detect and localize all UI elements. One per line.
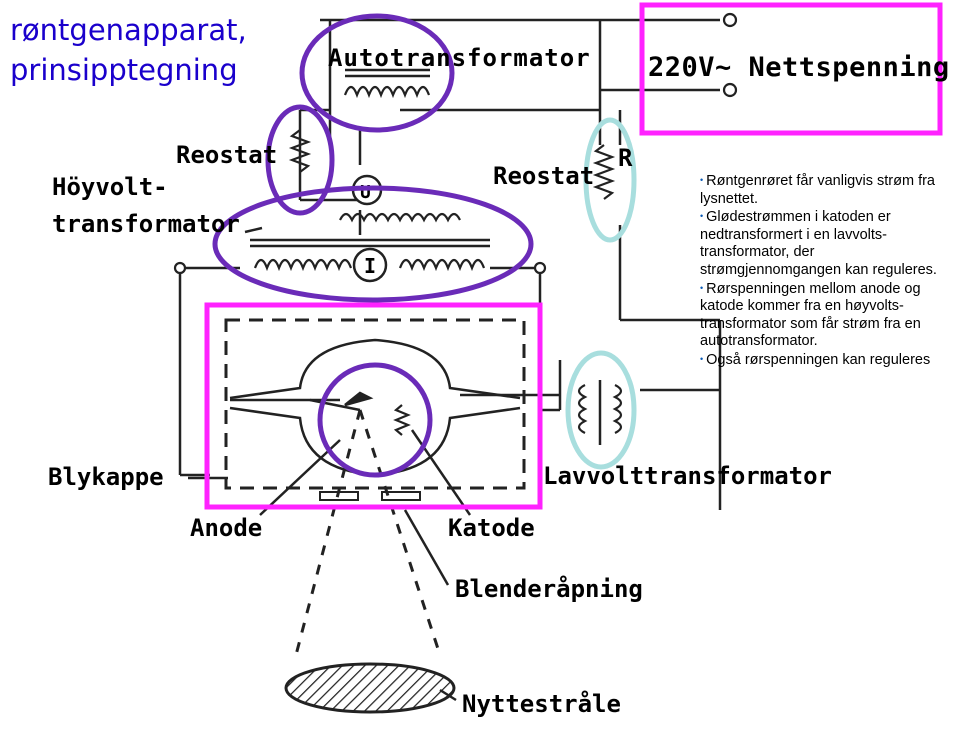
label-katode: Katode bbox=[448, 514, 535, 542]
slide-title-line-2: prinsipptegning bbox=[10, 53, 238, 87]
mains-highlight-box bbox=[639, 2, 943, 136]
hv-transformer-circle bbox=[212, 185, 534, 303]
beam-lines bbox=[294, 409, 442, 656]
reostat-zigzags bbox=[288, 129, 616, 436]
hv-transformer-coils bbox=[253, 212, 486, 272]
slide-title-line-1: røntgenapparat, bbox=[10, 13, 247, 47]
bullet-item: •Røntgenrøret får vanligvis strøm fra ly… bbox=[700, 172, 958, 208]
label-pointers bbox=[188, 226, 472, 702]
label-anode: Anode bbox=[190, 514, 262, 542]
tube-highlight-box bbox=[204, 302, 543, 510]
useful-beam-spot bbox=[284, 662, 456, 714]
label-lavvolttransformator: Lavvolttransformator bbox=[543, 462, 832, 490]
diaphragm-right bbox=[381, 491, 421, 501]
bullet-dot-icon: • bbox=[700, 211, 704, 222]
label-autotransformator: Autotransformator bbox=[328, 44, 591, 72]
label-voltage: 220V~ Nettspenning bbox=[648, 52, 950, 83]
lv-transformer-circle bbox=[565, 350, 637, 470]
label-hoyvolt-2: transformator bbox=[52, 210, 240, 238]
label-reostat-left: Reostat bbox=[176, 141, 277, 169]
u-label: U bbox=[360, 182, 371, 203]
label-reostat-right: Reostat bbox=[493, 162, 594, 190]
label-hoyvolt-1: Höyvolt- bbox=[52, 173, 168, 201]
bullet-text: Rørspenningen mellom anode og katode kom… bbox=[700, 280, 921, 350]
lead-shield bbox=[224, 318, 526, 490]
label-blenderapning: Blenderåpning bbox=[455, 574, 643, 603]
label-r: R bbox=[618, 144, 633, 172]
autotransformer-coil bbox=[343, 85, 431, 99]
label-nyttestrale: Nyttestråle bbox=[462, 689, 621, 718]
slide-title: røntgenapparat, prinsipptegning bbox=[10, 10, 247, 90]
label-blykappe: Blykappe bbox=[48, 463, 164, 491]
lv-transformer-coils bbox=[577, 384, 623, 434]
bullet-item: •Også rørspenningen kan reguleres bbox=[700, 351, 958, 370]
bullet-text: Også rørspenningen kan reguleres bbox=[706, 351, 931, 368]
tube-core-circle bbox=[317, 362, 433, 478]
bullet-dot-icon: • bbox=[700, 353, 704, 364]
i-label: I bbox=[364, 254, 376, 278]
bullet-dot-icon: • bbox=[700, 282, 704, 293]
bullet-list: •Røntgenrøret får vanligvis strøm fra ly… bbox=[700, 172, 958, 370]
reostat-left-circle bbox=[265, 104, 335, 216]
bullet-item: •Rørspenningen mellom anode og katode ko… bbox=[700, 280, 958, 351]
reostat-right-circle bbox=[583, 117, 637, 243]
terminals bbox=[173, 12, 738, 275]
bullet-item: •Glødestrømmen i katoden er nedtransform… bbox=[700, 208, 958, 279]
autotransformer-circle bbox=[299, 13, 455, 133]
bullet-text: Røntgenrøret får vanligvis strøm fra lys… bbox=[700, 173, 935, 207]
bullet-text: Glødestrømmen i katoden er nedtransforme… bbox=[700, 209, 937, 278]
bullet-dot-icon: • bbox=[700, 175, 704, 185]
ammeter-circle bbox=[352, 247, 388, 283]
